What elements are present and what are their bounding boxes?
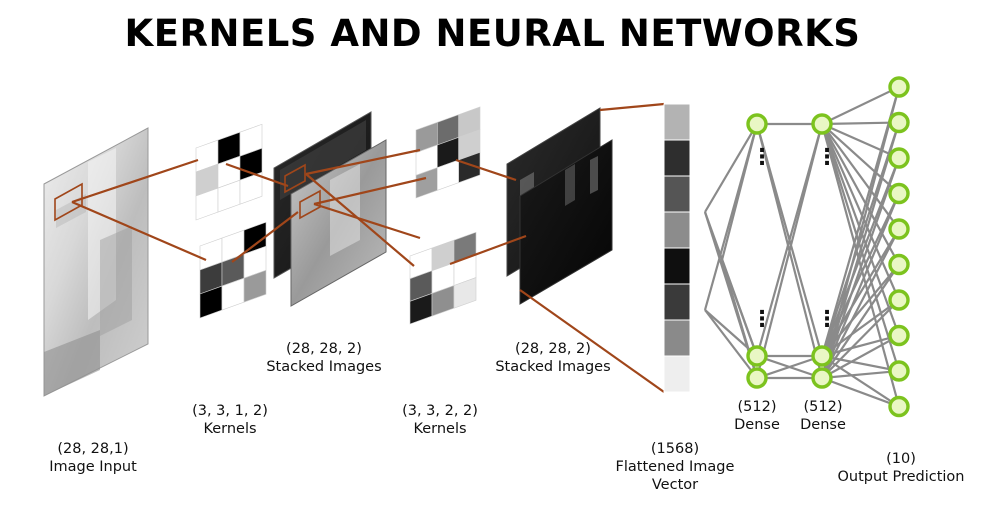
- label-output-shape: (10): [886, 451, 916, 467]
- vector-cell: [663, 211, 691, 249]
- network-edge: [821, 122, 900, 160]
- network-edge: [755, 123, 824, 379]
- dense-1-node: [746, 367, 768, 389]
- vector-cell: [663, 175, 691, 213]
- network-edge: [820, 123, 901, 301]
- vector-cell: [663, 139, 691, 177]
- label-kernels-2-shape: (3, 3, 2, 2): [402, 403, 478, 419]
- network-edge: [820, 86, 901, 379]
- label-kernels-1-shape: (3, 3, 1, 2): [192, 403, 268, 419]
- network-edge: [821, 228, 900, 379]
- connector-lines: [71, 102, 665, 393]
- ellipsis-dense-2-bottom: ⋮: [816, 307, 838, 332]
- label-dense-1-shape: (512): [737, 399, 777, 415]
- output-node: [888, 253, 910, 276]
- label-image-input-name: Image Input: [49, 459, 137, 475]
- label-flattened-name2: Vector: [651, 477, 699, 493]
- output-node: [888, 360, 910, 382]
- output-node: [888, 218, 910, 240]
- network-edge: [821, 263, 900, 379]
- kernel-1a: [195, 123, 263, 221]
- network-edge: [821, 334, 900, 379]
- label-kernels-2-name: Kernels: [413, 421, 467, 437]
- network-nodes: [746, 76, 910, 418]
- input-image: [43, 127, 149, 397]
- receptive-field-box: [54, 182, 83, 222]
- network-edge: [820, 193, 901, 379]
- output-node: [888, 182, 910, 205]
- kernel-cell: [458, 151, 481, 184]
- network-edge: [704, 309, 758, 379]
- network-edge: [821, 369, 900, 380]
- dense-2-node: [811, 367, 833, 389]
- output-node: [888, 111, 910, 134]
- label-stacked-1-name: Stacked Images: [266, 359, 382, 375]
- network-edge: [821, 123, 900, 195]
- network-edge: [703, 123, 759, 311]
- kernel-1b: [199, 221, 267, 319]
- vector-cell: [663, 283, 691, 321]
- ellipsis-dense-1-bottom: ⋮: [751, 307, 773, 332]
- label-kernels-1-name: Kernels: [203, 421, 257, 437]
- kernel-2b: [409, 231, 477, 325]
- network-edge: [821, 299, 900, 379]
- output-node: [888, 324, 910, 347]
- ellipsis-dense-1-top: ⋮: [751, 145, 773, 170]
- output-node: [888, 76, 910, 98]
- label-image-input-shape: (28, 28,1): [57, 441, 129, 457]
- network-edge: [821, 86, 900, 125]
- receptive-field-box: [284, 163, 306, 194]
- label-output: (10) Output Prediction: [826, 450, 976, 486]
- network-edge: [820, 157, 901, 379]
- output-node: [888, 147, 910, 169]
- label-image-input: (28, 28,1) Image Input: [30, 440, 156, 476]
- network-edge: [756, 354, 823, 380]
- vector-cell: [663, 247, 691, 285]
- flattened-vector: [663, 103, 691, 393]
- label-stacked-2: (28, 28, 2) Stacked Images: [483, 340, 623, 376]
- network-edge: [821, 123, 900, 266]
- vector-cell: [663, 355, 691, 393]
- label-stacked-2-shape: (28, 28, 2): [515, 341, 591, 357]
- kernel-2a: [415, 106, 481, 199]
- label-output-name: Output Prediction: [837, 469, 965, 485]
- output-node: [888, 289, 910, 311]
- label-stacked-1-shape: (28, 28, 2): [286, 341, 362, 357]
- label-dense-2-name: Dense: [800, 417, 846, 433]
- diagram-title: KERNELS AND NEURAL NETWORKS: [124, 12, 861, 55]
- network-edges: [703, 86, 901, 408]
- label-flattened-name: Flattened Image: [615, 459, 735, 475]
- label-dense-1: (512) Dense: [718, 398, 796, 434]
- ellipsis-dense-2-top: ⋮: [816, 145, 838, 170]
- output-node: [888, 395, 910, 418]
- network-edge: [821, 121, 900, 126]
- label-kernels-1: (3, 3, 1, 2) Kernels: [170, 402, 290, 438]
- label-kernels-2: (3, 3, 2, 2) Kernels: [380, 402, 500, 438]
- label-stacked-2-name: Stacked Images: [495, 359, 611, 375]
- dense-1-node: [746, 113, 768, 135]
- label-flattened-shape: (1568): [650, 441, 700, 457]
- kernel-cell: [453, 277, 477, 309]
- network-edge: [820, 157, 901, 357]
- label-dense-1-name: Dense: [734, 417, 780, 433]
- network-edge: [704, 123, 758, 213]
- kernel-cell: [243, 269, 267, 303]
- dense-2-node: [811, 113, 833, 135]
- dense-1-node: [746, 345, 768, 367]
- label-stacked-1: (28, 28, 2) Stacked Images: [254, 340, 394, 376]
- vector-cell: [663, 319, 691, 357]
- stacked-images-2: [506, 107, 613, 305]
- network-edge: [820, 122, 901, 379]
- label-dense-2-shape: (512): [803, 399, 843, 415]
- network-edge: [821, 123, 900, 230]
- network-edge: [821, 376, 900, 408]
- dense-2-node: [811, 345, 833, 367]
- label-dense-2: (512) Dense: [784, 398, 862, 434]
- vector-cell: [663, 103, 691, 141]
- label-flattened: (1568) Flattened Image Vector: [600, 440, 750, 494]
